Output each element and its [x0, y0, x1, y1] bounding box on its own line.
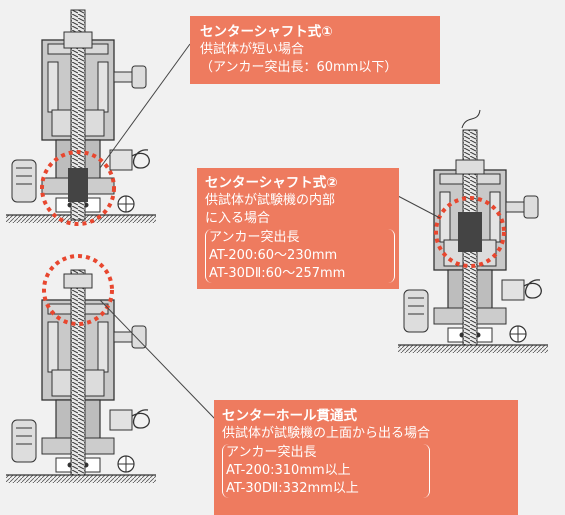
highlight-ring-3 [42, 254, 114, 326]
highlight-ring-1 [40, 150, 116, 226]
leader-line-1 [99, 43, 191, 169]
callout-title: センターシャフト式② [205, 175, 338, 191]
bracket-text: アンカー突出長 [226, 445, 317, 460]
tester-machine-1 [5, 9, 157, 224]
callout-center-shaft-1: センターシャフト式① 供試体が短い場合 （アンカー突出長：60mm以下） [190, 16, 440, 84]
callout-center-shaft-2: センターシャフト式② 供試体が試験機の内部 に入る場合 アンカー突出長 AT-2… [197, 168, 399, 289]
callout-text: 供試体が試験機の上面から出る場合 [222, 426, 431, 441]
bracket-text: AT-200:310mm以上 [226, 463, 351, 478]
anchor-length-bracket: アンカー突出長 AT-200:60〜230mm AT-30DⅡ:60〜257mm [205, 229, 395, 283]
callout-text: 供試体が試験機の内部 [205, 193, 336, 208]
callout-title: センターシャフト式① [200, 24, 333, 40]
bracket-text: AT-30DⅡ:332mm以上 [226, 481, 359, 496]
bracket-text: アンカー突出長 [209, 230, 300, 245]
leader-line-2 [397, 195, 441, 219]
bracket-text: AT-30DⅡ:60〜257mm [209, 266, 346, 281]
tester-machine-3 [5, 269, 157, 484]
callout-text: （アンカー突出長：60mm以下） [200, 60, 398, 75]
tester-machine-2 [397, 109, 549, 354]
highlight-ring-2 [434, 196, 506, 268]
callout-title: センターホール貫通式 [222, 408, 357, 424]
bracket-text: AT-200:60〜230mm [209, 248, 338, 263]
callout-text: 供試体が短い場合 [200, 42, 305, 57]
callout-center-hole: センターホール貫通式 供試体が試験機の上面から出る場合 アンカー突出長 AT-2… [214, 400, 518, 515]
anchor-length-bracket: アンカー突出長 AT-200:310mm以上 AT-30DⅡ:332mm以上 [222, 444, 430, 498]
callout-text: に入る場合 [205, 211, 271, 226]
leader-line-3 [99, 299, 217, 421]
